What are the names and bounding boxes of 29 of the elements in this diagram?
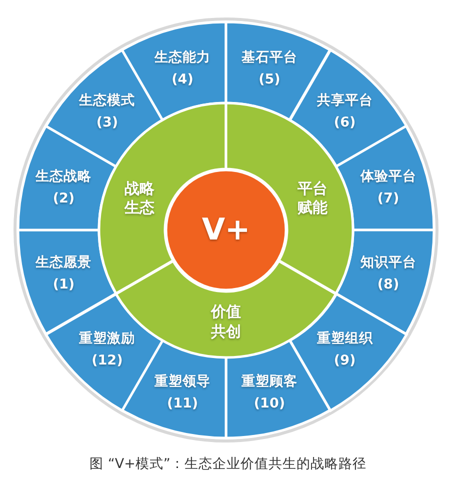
figure-caption: 图 “V+模式”：生态企业价值共生的战略路径 [90, 456, 366, 472]
segment-label: 价值共创 [210, 302, 242, 342]
segment-label: 生态愿景 [36, 254, 92, 272]
segment-number: (8) [376, 276, 400, 293]
segment-number: (9) [332, 352, 357, 368]
segment-label: 生态战略 [36, 167, 92, 186]
segment-number: (5) [258, 71, 282, 88]
segment-number: (6) [332, 114, 357, 131]
segment-number: (3) [95, 114, 120, 131]
segment-label: 平台赋能 [296, 179, 328, 218]
segment-number: (1) [52, 276, 76, 293]
segment-number: (10) [252, 396, 286, 412]
segment-number: (12) [90, 352, 124, 368]
segment-label: 重塑顾客 [241, 372, 298, 391]
segment-label: 共享平台 [316, 92, 373, 110]
center-label: V+ [202, 212, 250, 248]
segment-label: 重塑组织 [316, 329, 373, 348]
segment-number: (11) [166, 396, 200, 412]
segment-number: (2) [52, 190, 76, 206]
segment-label: 重塑激励 [79, 329, 136, 348]
segment-number: (7) [376, 190, 400, 206]
segment-label: 战略生态 [124, 179, 156, 218]
segment-number: (4) [170, 71, 194, 88]
segment-label: 生态能力 [154, 48, 211, 66]
segment-label: 重塑领导 [154, 372, 211, 391]
segment-label: 生态模式 [79, 92, 136, 110]
segment-label: 基石平台 [241, 48, 298, 66]
segment-label: 知识平台 [360, 254, 416, 272]
segment-label: 体验平台 [360, 167, 416, 186]
